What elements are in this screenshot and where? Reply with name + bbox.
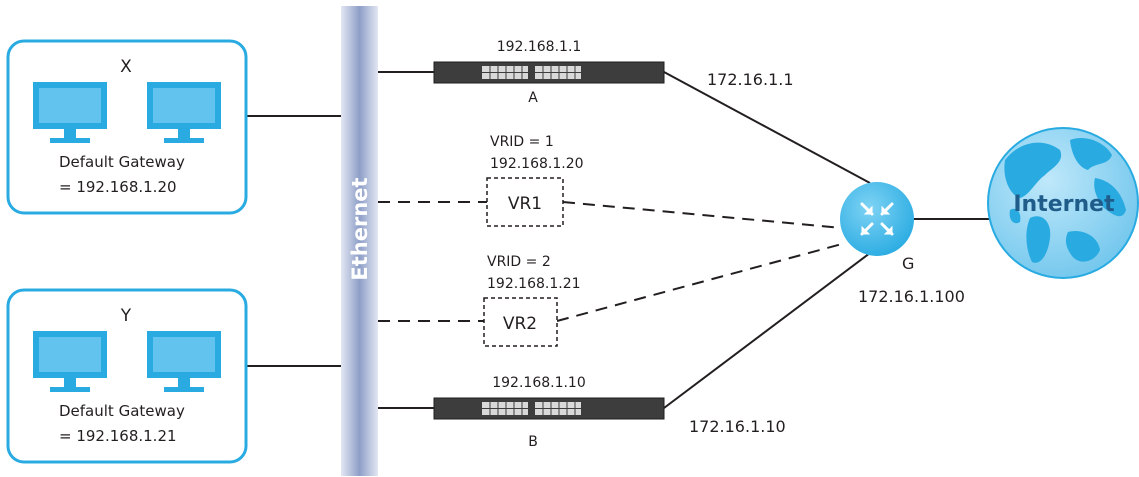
- switch-port-lines: [482, 66, 581, 79]
- vr1-ip: 192.168.1.20: [490, 156, 584, 172]
- monitor-icon: [33, 331, 107, 392]
- switch-a-ip: 192.168.1.1: [497, 39, 582, 55]
- switch-b: 192.168.1.10 B 172.16.1.10: [433, 375, 786, 450]
- switch-b-ip: 192.168.1.10: [492, 375, 586, 391]
- group-y-gateway-value: = 192.168.1.21: [59, 427, 177, 445]
- vr2-ip: 192.168.1.21: [487, 276, 581, 292]
- group-x: X Default Gateway = 192.168.1.20: [6, 39, 248, 215]
- vr1-box: [486, 177, 564, 227]
- switch-b-name: B: [528, 434, 538, 450]
- connections: [246, 71, 990, 409]
- link-b-to-g: [663, 249, 875, 409]
- router-arrows-icon: [860, 202, 894, 236]
- link-a-to-g: [663, 71, 871, 184]
- vr2-vrid: VRID = 2: [487, 254, 551, 270]
- vr2-name: VR2: [503, 314, 537, 334]
- monitor-icon: [147, 82, 221, 143]
- router-g-name: G: [902, 254, 914, 273]
- group-x-gateway-value: = 192.168.1.20: [59, 178, 177, 196]
- ethernet-bus: Ethernet: [341, 6, 378, 476]
- virtual-router-vr1: VRID = 1 192.168.1.20 VR1: [486, 134, 584, 227]
- group-y: Y Default Gateway = 192.168.1.21: [6, 288, 248, 464]
- group-y-name: Y: [120, 306, 132, 326]
- switch-b-wan-ip: 172.16.1.10: [689, 417, 786, 436]
- gateway-router-g: G 172.16.1.100: [840, 182, 965, 306]
- group-x-gateway-label: Default Gateway: [59, 153, 185, 171]
- switch-a-name: A: [528, 90, 538, 106]
- switch-a-wan-ip: 172.16.1.1: [707, 70, 794, 89]
- virtual-router-vr2: VRID = 2 192.168.1.21 VR2: [483, 254, 581, 347]
- vr2-box: [483, 297, 558, 347]
- internet-globe: Internet: [987, 127, 1139, 279]
- router-icon: [840, 182, 914, 256]
- ethernet-bar: [341, 6, 378, 476]
- router-g-ip: 172.16.1.100: [858, 287, 965, 306]
- internet-label: Internet: [1013, 192, 1115, 217]
- monitor-icon: [33, 82, 107, 143]
- ethernet-label: Ethernet: [348, 177, 372, 280]
- switch-port-lines: [482, 402, 581, 415]
- group-y-gateway-label: Default Gateway: [59, 402, 185, 420]
- vr1-name: VR1: [508, 194, 542, 214]
- group-x-name: X: [120, 57, 132, 77]
- link-vr2-to-g: [556, 243, 843, 322]
- continents: [1004, 137, 1126, 263]
- vr1-vrid: VRID = 1: [490, 134, 554, 150]
- link-vr1-to-g: [562, 201, 843, 229]
- monitor-icon: [147, 331, 221, 392]
- switch-a: 192.168.1.1 A 172.16.1.1: [433, 39, 794, 106]
